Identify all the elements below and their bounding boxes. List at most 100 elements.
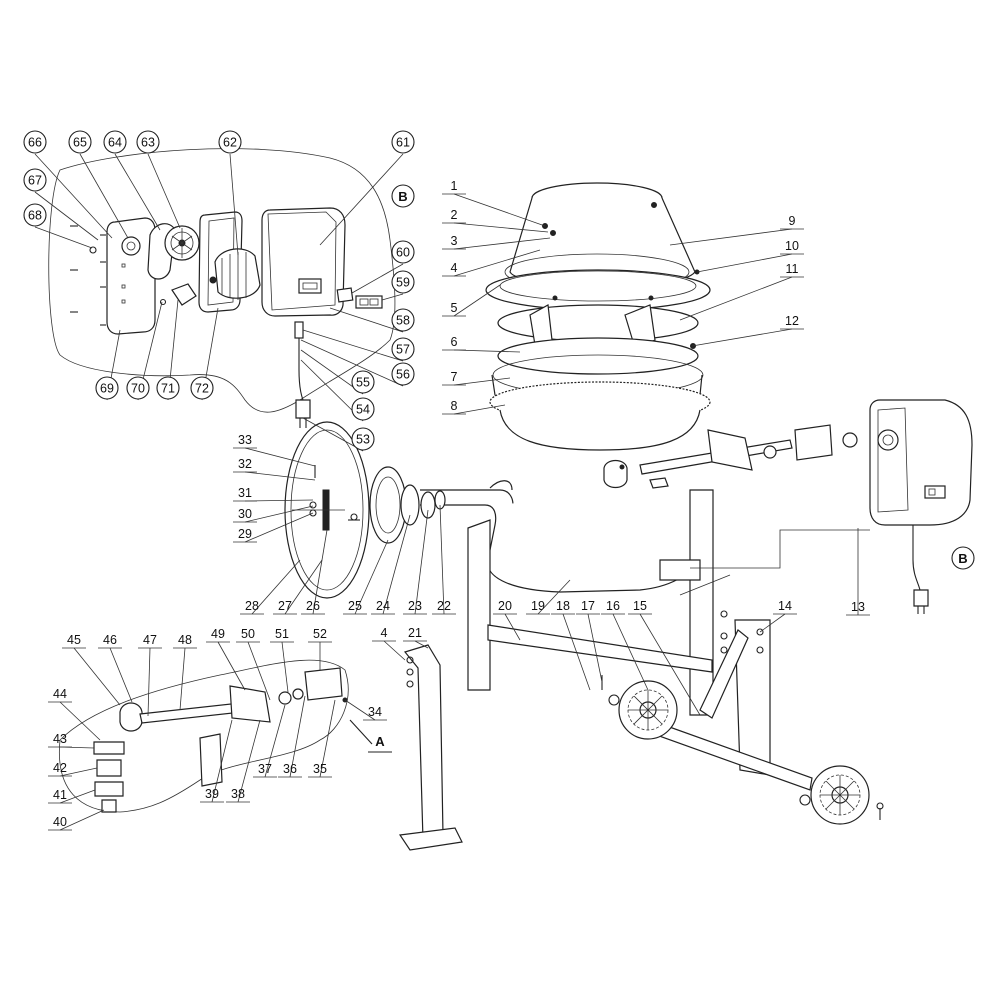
wheel-axle-assembly [647,610,813,791]
part-label-52: 52 [308,627,332,670]
part-number-12: 12 [785,314,799,328]
part-number-4: 4 [451,261,458,275]
part-bubble-67 [23,168,47,192]
part-number-16: 16 [606,599,620,613]
part-number-15: 15 [633,599,647,613]
motor-box-right [869,399,973,614]
leader-line-38 [237,719,261,803]
leader-line-14 [759,613,786,633]
part-number-2: 2 [451,208,458,222]
switch-assembly [336,287,383,309]
part-label-3: 3 [442,234,551,250]
leader-line-12 [691,328,793,347]
part-label-20: 20 [493,599,521,641]
part-bubble-70 [126,376,150,400]
part-label-28: 28 [240,559,301,615]
part-number-22: 22 [437,599,451,613]
part-number-19: 19 [531,599,545,613]
part-number-55: 55 [356,376,370,390]
part-number-65: 65 [73,136,87,150]
part-label-33: 33 [233,433,316,467]
part-label-24: 24 [371,514,411,615]
leader-line-49 [217,641,246,691]
part-number-45: 45 [67,633,81,647]
part-number-68: 68 [28,209,42,223]
part-label-21: 21 [403,626,429,649]
part-number-72: 72 [195,382,209,396]
leader-line-47 [147,647,151,717]
part-number-71: 71 [161,382,175,396]
part-number-24: 24 [376,599,390,613]
part-label-66: 66 [23,130,113,239]
part-number-37: 37 [258,762,272,776]
part-label-35: 35 [308,699,336,778]
leader-line-61 [319,153,404,246]
part-number-11: 11 [786,262,799,276]
leader-line-11 [679,276,793,321]
handwheel [284,421,370,599]
leader-line-19 [537,579,571,615]
part-number-67: 67 [28,174,42,188]
part-bubble-53 [351,427,375,451]
part-number-62: 62 [223,136,237,150]
part-label-45: 45 [62,633,121,706]
detail-b-outline [48,148,396,413]
leader-line-40 [59,809,105,831]
part-bubble-55 [351,370,375,394]
tilt-lock-disc [369,466,446,544]
part-number-7: 7 [451,370,458,384]
leader-line-29 [244,512,314,543]
part-number-60: 60 [396,246,410,260]
part-number-51: 51 [275,627,289,641]
part-number-50: 50 [241,627,255,641]
part-label-23: 23 [403,509,429,615]
power-cord [294,321,311,428]
part-label-68: 68 [23,203,93,249]
part-number-28: 28 [245,599,259,613]
leader-line-16 [612,613,649,691]
part-number-10: 10 [785,239,799,253]
part-label-11: 11 [679,262,804,321]
leader-line-62 [229,153,239,256]
part-number-49: 49 [211,627,225,641]
part-label-4b: 4 [372,626,406,661]
leader-line-24 [382,514,411,615]
part-number-41: 41 [53,788,67,802]
part-number-29: 29 [238,527,252,541]
leader-line-50 [247,641,271,701]
part-label-37: 37 [253,704,286,778]
leader-line-9 [669,228,793,246]
part-number-21: 21 [408,626,422,640]
part-number-47: 47 [143,633,157,647]
leader-line-34 [344,699,376,721]
part-label-9: 9 [669,214,804,246]
part-number-4b: 4 [381,626,388,640]
leader-line-5 [453,284,501,317]
part-label-65: 65 [68,130,129,239]
part-label-49: 49 [206,627,246,691]
part-number-25: 25 [348,599,362,613]
part-number-40: 40 [53,815,67,829]
part-number-48: 48 [178,633,192,647]
part-bubble-61 [391,130,415,154]
part-label-30: 30 [233,505,314,523]
part-label-64: 64 [103,130,161,231]
part-label-71: 71 [156,299,180,401]
part-label-62: 62 [218,130,242,256]
part-label-67: 67 [23,168,99,241]
part-number-33: 33 [238,433,252,447]
part-number-69: 69 [100,382,114,396]
part-label-5: 5 [442,284,501,317]
wheel-hardware [601,675,884,820]
part-label-6: 6 [442,335,521,353]
part-label-48: 48 [173,633,197,711]
leader-line-39 [211,719,233,803]
part-label-59: 59 [381,270,415,301]
leader-line-4b [383,640,406,661]
callout-b-right: B [951,546,975,570]
leader-line-41 [59,789,96,804]
leader-line-28 [251,559,301,615]
leader-line-42 [59,767,98,777]
part-number-9: 9 [789,214,796,228]
